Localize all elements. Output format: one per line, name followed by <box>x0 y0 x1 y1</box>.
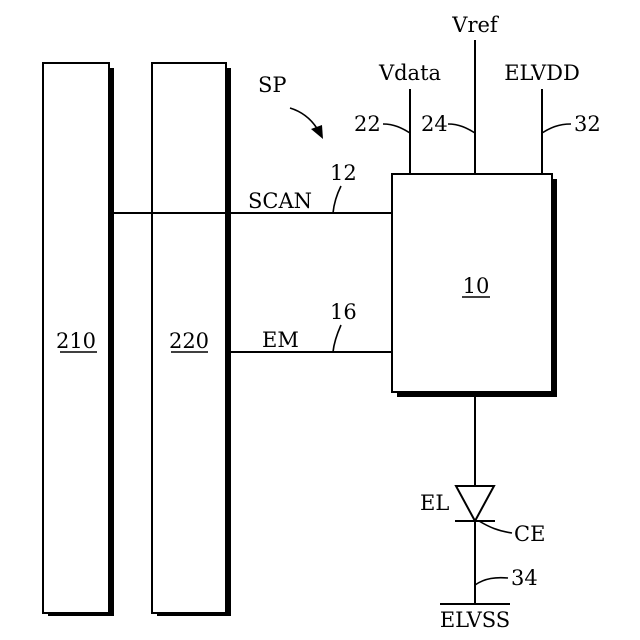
el-diode <box>455 486 495 521</box>
block-10-label: 10 <box>463 274 490 298</box>
leader-24 <box>448 124 475 133</box>
ref-22-label: 22 <box>354 112 381 136</box>
elvss-label: ELVSS <box>440 608 510 632</box>
leader-22 <box>383 124 410 133</box>
ref-24-label: 24 <box>421 112 448 136</box>
block-220: 220 <box>152 63 231 616</box>
block-210: 210 <box>43 63 114 616</box>
ref-12-label: 12 <box>330 161 357 185</box>
vref-label: Vref <box>451 13 500 37</box>
elvdd-label: ELVDD <box>504 61 580 85</box>
el-diode-triangle <box>456 486 494 521</box>
leader-32 <box>542 124 571 133</box>
pixel-circuit-block-10: 10 <box>392 174 557 397</box>
scan-label: SCAN <box>248 189 312 213</box>
leader-34 <box>475 578 508 585</box>
el-label: EL <box>420 491 449 515</box>
sp-label: SP <box>258 73 287 97</box>
leader-12 <box>333 186 341 213</box>
block-210-label: 210 <box>56 329 96 353</box>
ref-32-label: 32 <box>574 112 601 136</box>
ref-34-label: 34 <box>511 566 538 590</box>
ce-label: CE <box>514 522 545 546</box>
ref-16-label: 16 <box>330 300 357 324</box>
leader-16 <box>333 325 341 352</box>
sp-arrow-shaft <box>290 108 318 130</box>
sp-arrow-head <box>311 125 323 139</box>
block-220-label: 220 <box>169 329 209 353</box>
em-label: EM <box>262 328 299 352</box>
leader-ce <box>479 521 512 533</box>
vdata-label: Vdata <box>378 61 441 85</box>
